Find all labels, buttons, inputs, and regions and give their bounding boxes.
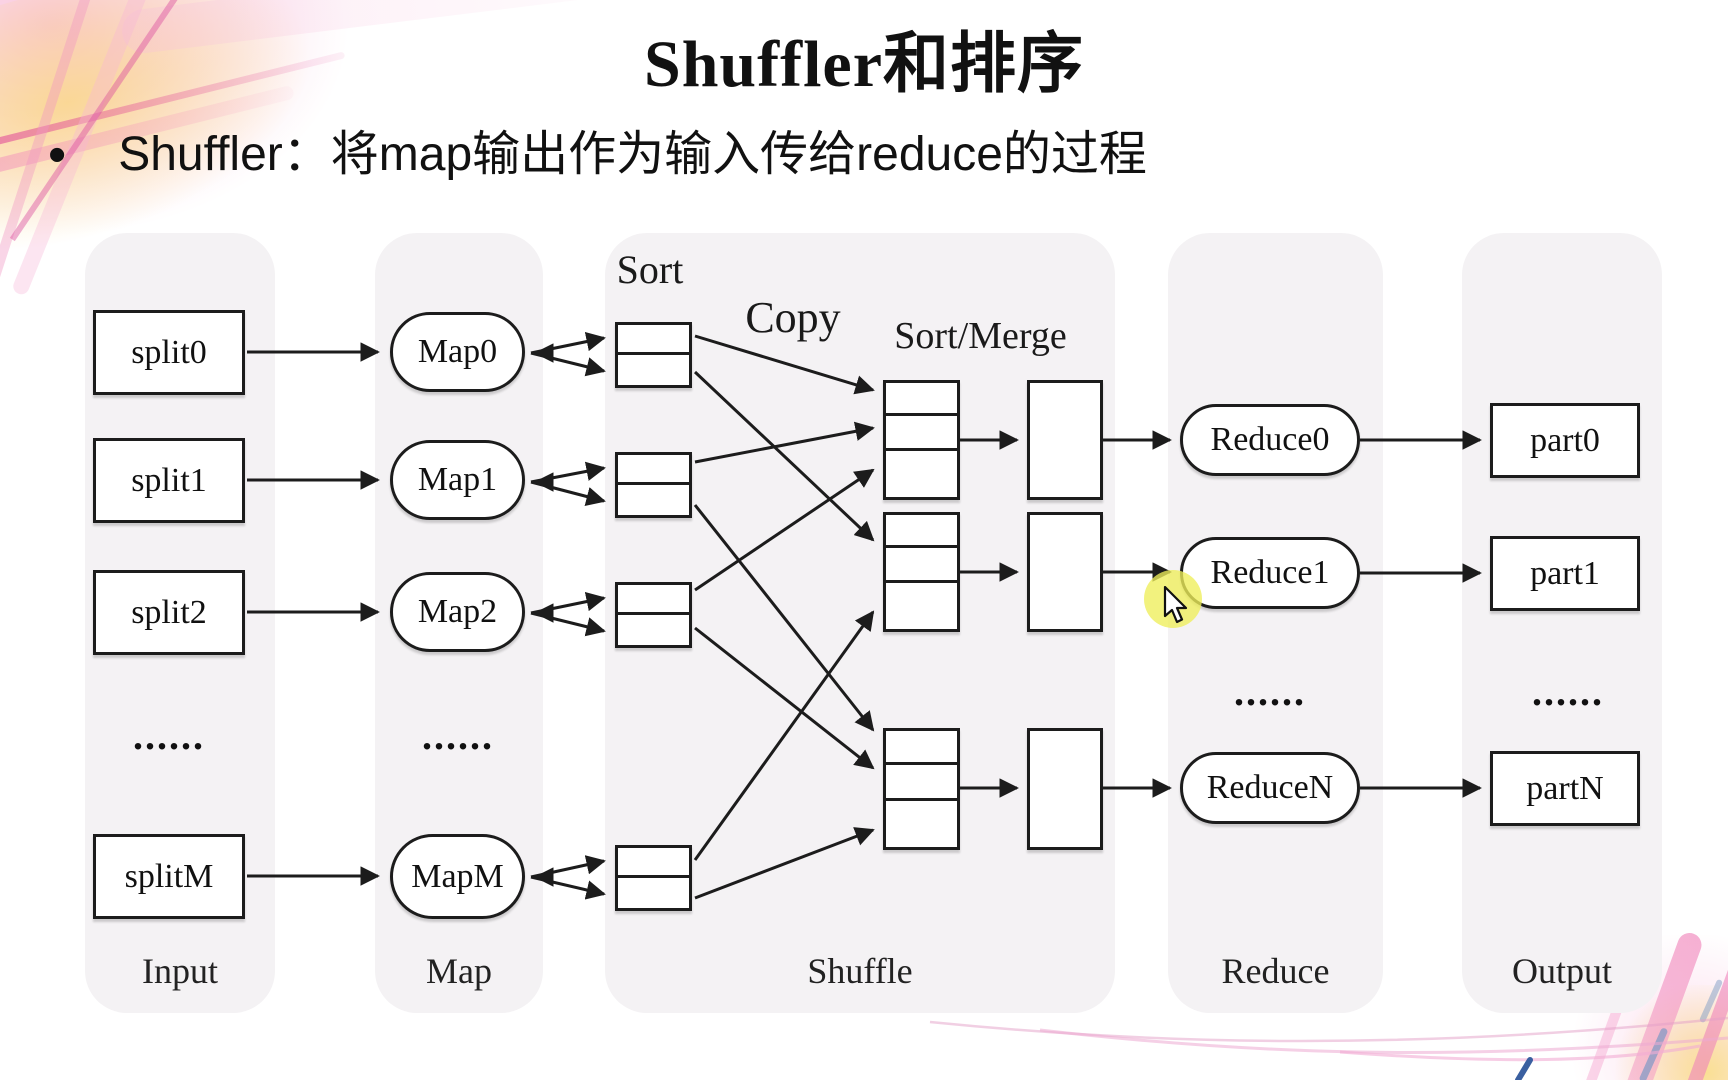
bullet-marker: •: [48, 125, 67, 184]
output-node-part1: part1: [1490, 536, 1640, 611]
corner-decoration-bottomright-stripe: [1555, 1005, 1623, 1080]
sort-merge-box-1: [883, 512, 960, 632]
column-label-reduce: Reduce: [1221, 951, 1330, 991]
output-node-partN: partN: [1490, 751, 1640, 826]
reduce-node-reduce1: Reduce1: [1180, 537, 1360, 609]
sort-buffer-1: [615, 452, 692, 518]
buffer-cell: [618, 615, 689, 645]
buffer-cell: [618, 455, 689, 485]
column-label-map: Map: [426, 951, 492, 991]
column-label-shuffle: Shuffle: [807, 951, 913, 991]
annotation-copy: Copy: [745, 293, 841, 342]
sort-merge-box-N: [883, 728, 960, 850]
map-node-mapM: MapM: [390, 834, 525, 919]
buffer-cell: [618, 485, 689, 515]
column-bg-reduce: [1168, 233, 1383, 1013]
output-node-part0: part0: [1490, 403, 1640, 478]
page-title: Shuffler和排序: [644, 28, 1084, 101]
map-node-map0: Map0: [390, 312, 525, 392]
merged-box-1: [1027, 512, 1103, 632]
input-node-splitM: splitM: [93, 834, 245, 919]
output-ellipsis: ......: [1532, 669, 1604, 714]
map-node-map2: Map2: [390, 572, 525, 652]
buffer-cell: [618, 355, 689, 385]
column-label-output: Output: [1511, 951, 1612, 991]
bullet-line: • Shuffler：将map输出作为输入传给reduce的过程: [48, 126, 1548, 184]
input-node-split2: split2: [93, 570, 245, 655]
column-bg-output: [1462, 233, 1662, 1013]
merge-cell: [886, 731, 957, 765]
annotation-sort: Sort: [616, 247, 684, 292]
mouse-cursor-icon: [1163, 586, 1188, 624]
buffer-cell: [618, 325, 689, 355]
merge-cell: [886, 583, 957, 629]
sort-merge-box-0: [883, 380, 960, 500]
input-node-split0: split0: [93, 310, 245, 395]
buffer-cell: [618, 848, 689, 878]
reduce-ellipsis: ......: [1234, 669, 1306, 714]
corner-decoration-bottomright-blue: [1638, 1027, 1669, 1080]
merge-cell: [886, 451, 957, 497]
sort-buffer-2: [615, 582, 692, 648]
input-node-split1: split1: [93, 438, 245, 523]
bullet-text: Shuffler：将map输出作为输入传给reduce的过程: [118, 128, 1147, 181]
reduce-node-reduce0: Reduce0: [1180, 404, 1360, 476]
merged-box-N: [1027, 728, 1103, 850]
sort-buffer-0: [615, 322, 692, 388]
annotation-sort-merge: Sort/Merge: [894, 315, 1067, 357]
merge-cell: [886, 515, 957, 549]
merged-box-0: [1027, 380, 1103, 500]
map-node-map1: Map1: [390, 440, 525, 520]
input-ellipsis: ......: [133, 713, 205, 758]
merge-cell: [886, 416, 957, 452]
sort-buffer-M: [615, 845, 692, 911]
merge-cell: [886, 548, 957, 584]
merge-cell: [886, 383, 957, 417]
merge-cell: [886, 765, 957, 801]
map-ellipsis: ......: [422, 713, 494, 758]
merge-cell: [886, 801, 957, 847]
buffer-cell: [618, 878, 689, 908]
corner-decoration-bottomright-blue: [1698, 978, 1724, 1024]
reduce-node-reduceN: ReduceN: [1180, 752, 1360, 824]
column-label-input: Input: [142, 951, 218, 991]
buffer-cell: [618, 585, 689, 615]
